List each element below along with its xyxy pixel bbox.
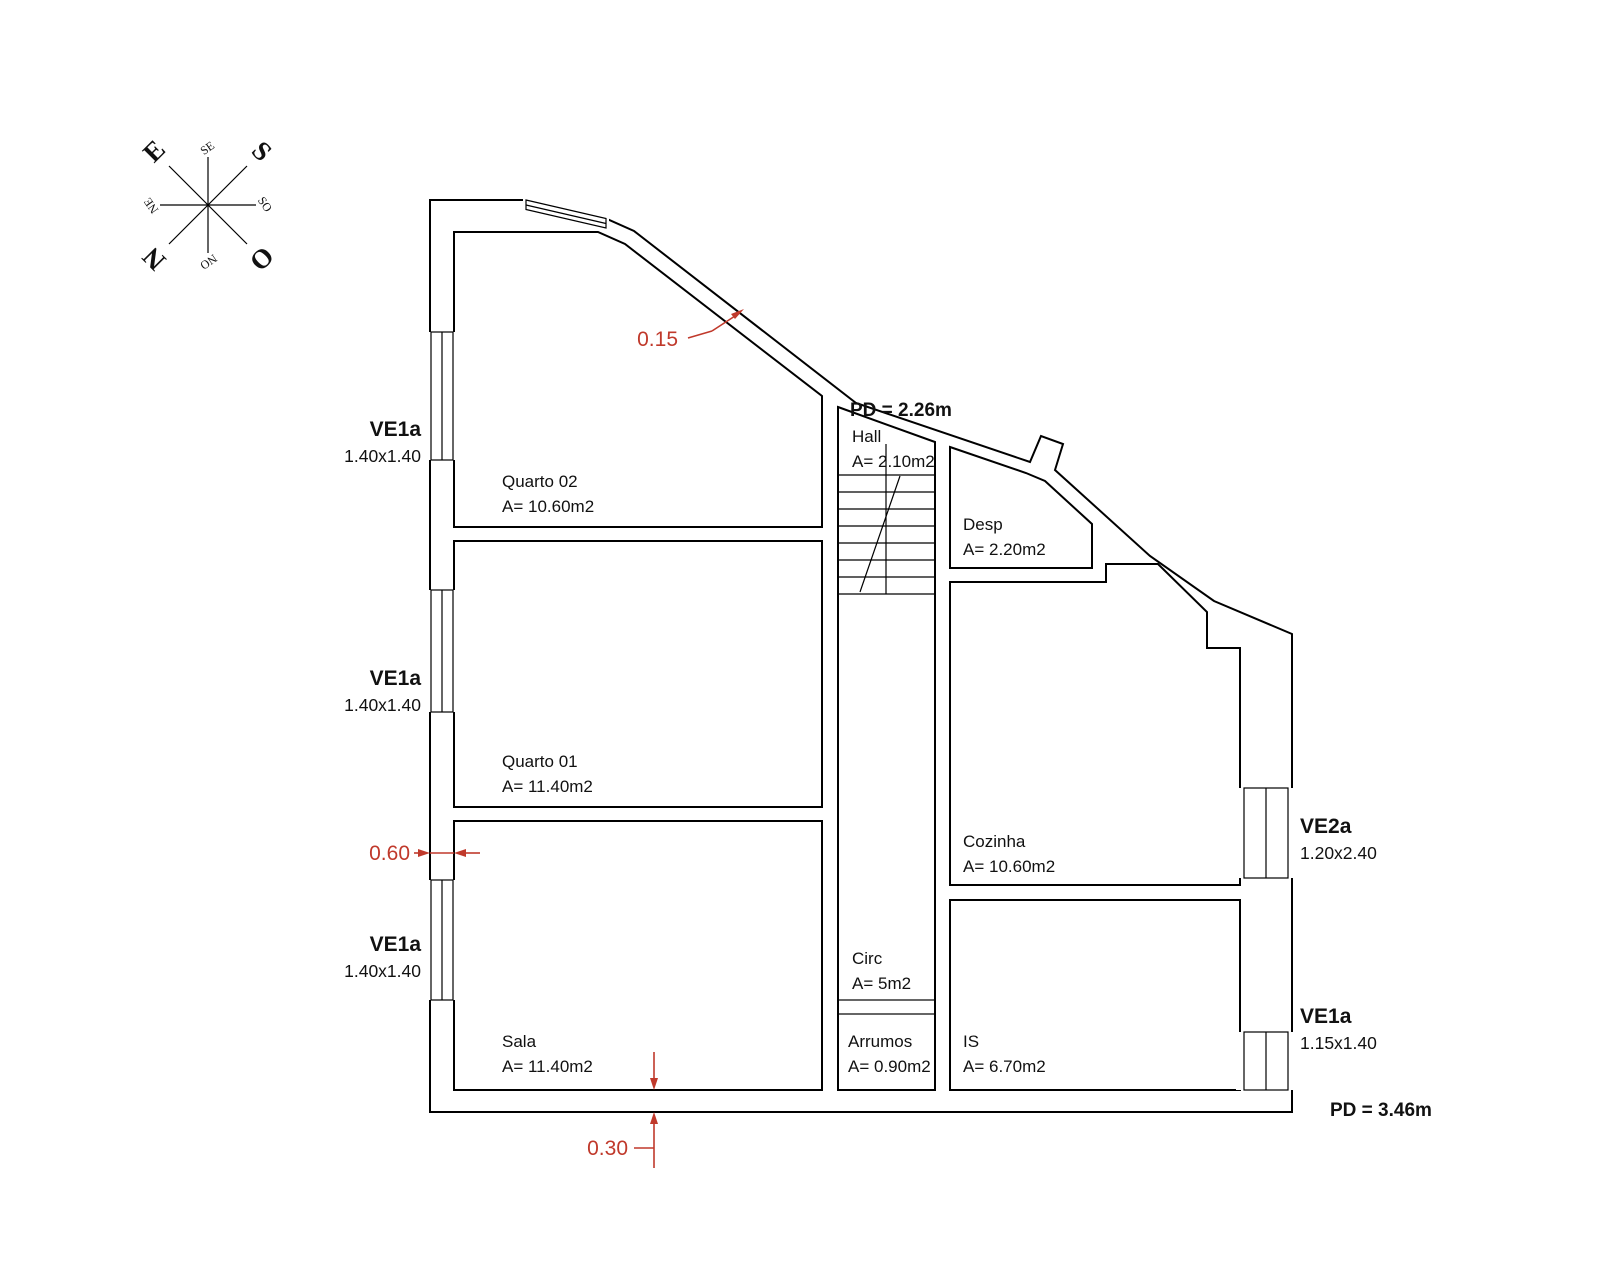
dim-wall-bottom-label: 0.30 bbox=[587, 1137, 628, 1160]
arrumos-name-label: Arrumos bbox=[848, 1032, 912, 1051]
pd-lower-note: PD = 3.46m bbox=[1330, 1100, 1432, 1121]
quarto01-name-label: Quarto 01 bbox=[502, 752, 578, 771]
quarto01-area-label: A= 11.40m2 bbox=[502, 777, 593, 796]
room-sala-outline bbox=[453, 820, 823, 1091]
desp-name-label: Desp bbox=[963, 515, 1003, 534]
room-labels: Quarto 02 A= 10.60m2 Quarto 01 A= 11.40m… bbox=[502, 400, 1055, 1076]
window-top-glassline bbox=[525, 204, 607, 225]
compass-label-ne: NE bbox=[141, 195, 162, 216]
quarto02-area-label: A= 10.60m2 bbox=[502, 497, 594, 516]
window-ve1a-right-size: 1.15x1.40 bbox=[1300, 1033, 1377, 1053]
window-top-symbol bbox=[525, 199, 607, 229]
hall-pd-label: PD = 2.26m bbox=[850, 400, 952, 421]
dim-wall-top-leader bbox=[687, 330, 713, 339]
room-desp-outline bbox=[949, 445, 1093, 569]
dim-pier-left-arrow-r bbox=[454, 849, 466, 857]
dim-wall-top-arrowline bbox=[711, 315, 736, 332]
sala-area-label: A= 11.40m2 bbox=[502, 1057, 593, 1076]
is-area-label: A= 6.70m2 bbox=[963, 1057, 1046, 1076]
room-quarto01-outline bbox=[453, 540, 823, 808]
window-ve1a-left-1-code: VE1a bbox=[370, 418, 422, 441]
circ-area-label: A= 5m2 bbox=[852, 974, 911, 993]
window-ve1a-left-3-code: VE1a bbox=[370, 933, 422, 956]
cozinha-area-label: A= 10.60m2 bbox=[963, 857, 1055, 876]
is-name-label: IS bbox=[963, 1032, 979, 1051]
hall-name-label: Hall bbox=[852, 427, 881, 446]
staircase bbox=[839, 444, 934, 595]
dimension-annotations: 0.15 0.60 0.30 bbox=[369, 309, 744, 1168]
room-quarto02-outline bbox=[453, 231, 823, 528]
window-ve2a-right-size: 1.20x2.40 bbox=[1300, 843, 1377, 863]
arrumos-area-label: A= 0.90m2 bbox=[848, 1057, 931, 1076]
dim-wall-top-arrowhead bbox=[731, 309, 744, 319]
window-ve1a-right-code: VE1a bbox=[1300, 1005, 1352, 1028]
window-ve1a-left-1-size: 1.40x1.40 bbox=[344, 446, 421, 466]
window-labels: VE1a 1.40x1.40 VE1a 1.40x1.40 VE1a 1.40x… bbox=[344, 418, 1432, 1121]
room-cozinha-outline bbox=[949, 563, 1241, 886]
arrumos-divider-wall bbox=[837, 999, 936, 1015]
dim-wall-bottom-arrow-down bbox=[650, 1078, 658, 1090]
dim-wall-bottom-arrow-up bbox=[650, 1112, 658, 1124]
window-ve2a-right-code: VE2a bbox=[1300, 815, 1352, 838]
window-ve1a-left-2-code: VE1a bbox=[370, 667, 422, 690]
compass-rays bbox=[160, 157, 256, 253]
dim-pier-left-arrow-l bbox=[418, 849, 430, 857]
window-ve1a-left-3-size: 1.40x1.40 bbox=[344, 961, 421, 981]
dim-wall-top-label: 0.15 bbox=[637, 328, 678, 351]
window-ve1a-left-2-size: 1.40x1.40 bbox=[344, 695, 421, 715]
compass-label-e: E bbox=[137, 134, 171, 168]
dim-pier-left-label: 0.60 bbox=[369, 842, 410, 865]
compass-label-no: NO bbox=[197, 251, 220, 273]
compass-label-o: O bbox=[244, 241, 280, 277]
compass-label-se: SE bbox=[198, 138, 218, 158]
room-hall-circ-outline bbox=[837, 405, 936, 1091]
desp-area-label: A= 2.20m2 bbox=[963, 540, 1046, 559]
compass-rose: S E N O SE SO NO NE bbox=[136, 134, 280, 277]
compass-label-so: SO bbox=[255, 194, 275, 215]
windows bbox=[426, 196, 1296, 1091]
compass-label-n: N bbox=[136, 241, 171, 276]
circ-name-label: Circ bbox=[852, 949, 883, 968]
hall-area-label: A= 2.10m2 bbox=[852, 452, 935, 471]
cozinha-name-label: Cozinha bbox=[963, 832, 1026, 851]
quarto02-name-label: Quarto 02 bbox=[502, 472, 578, 491]
compass-label-s: S bbox=[246, 135, 278, 167]
sala-name-label: Sala bbox=[502, 1032, 537, 1051]
